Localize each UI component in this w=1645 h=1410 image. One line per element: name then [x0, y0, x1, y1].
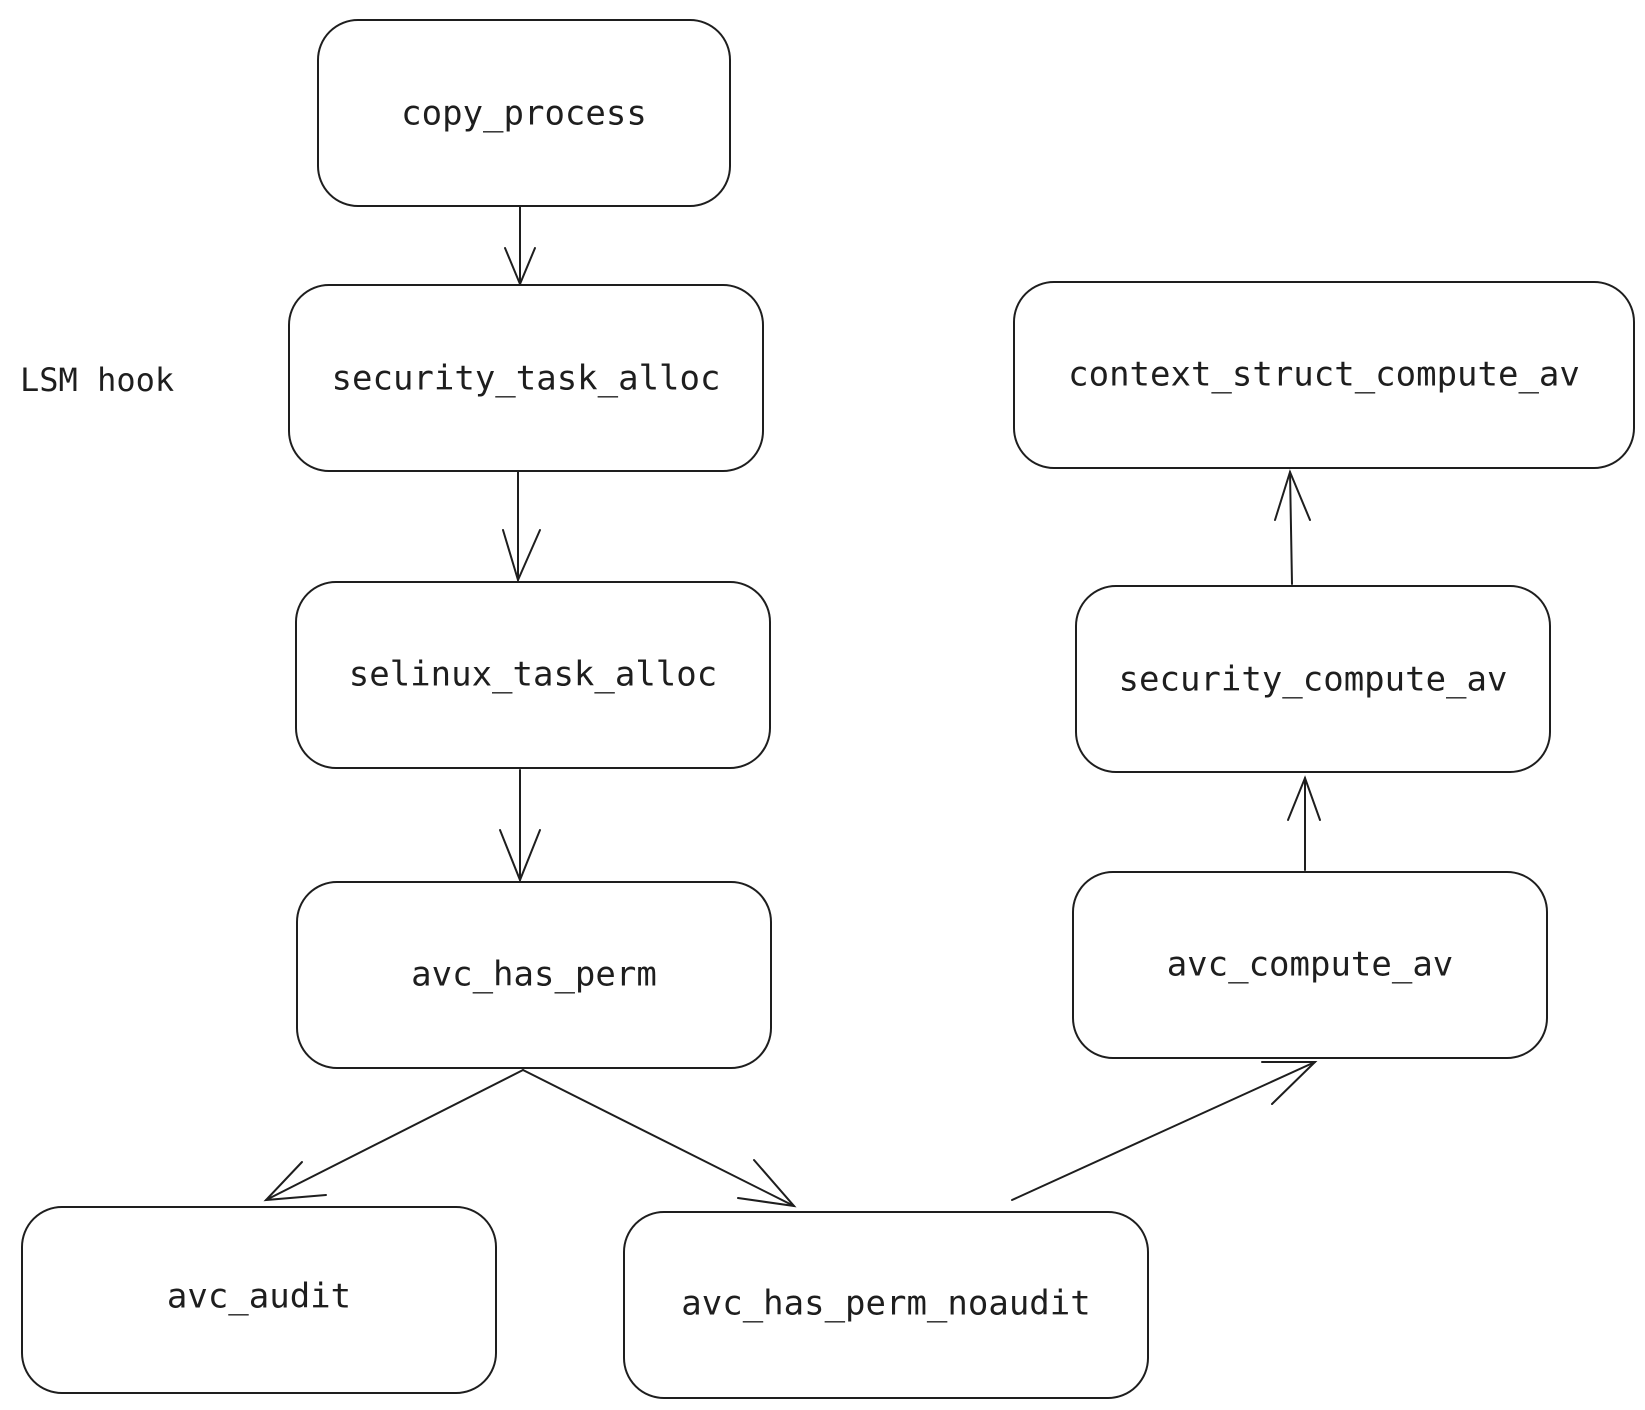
node-selinux-task-alloc: selinux_task_alloc [295, 581, 771, 769]
lsm-hook-label: LSM hook [20, 361, 174, 399]
node-label: security_task_alloc [332, 359, 721, 399]
node-label: avc_audit [167, 1277, 351, 1317]
edge-copy-process-to-security-task-alloc [504, 205, 536, 287]
node-copy-process: copy_process [317, 19, 731, 207]
node-context-struct-compute-av: context_struct_compute_av [1013, 281, 1635, 469]
edge-security-compute-av-to-context-struct-compute-av [1274, 469, 1311, 585]
node-label: context_struct_compute_av [1068, 355, 1580, 395]
node-label: copy_process [401, 94, 647, 134]
node-label: selinux_task_alloc [349, 655, 717, 695]
edge-avc-has-perm-to-avc-audit [263, 1069, 524, 1202]
node-security-compute-av: security_compute_av [1075, 585, 1551, 773]
edge-security-task-alloc-to-selinux-task-alloc [502, 471, 541, 583]
node-label: avc_has_perm [411, 955, 657, 995]
node-label: avc_has_perm_noaudit [681, 1284, 1090, 1324]
edge-selinux-task-alloc-to-avc-has-perm [499, 769, 541, 883]
node-avc-has-perm: avc_has_perm [296, 881, 772, 1069]
edge-avc-has-perm-noaudit-to-avc-compute-av [1011, 1061, 1318, 1201]
node-security-task-alloc: security_task_alloc [288, 284, 764, 472]
node-label: security_compute_av [1119, 660, 1508, 700]
edge-avc-compute-av-to-security-compute-av [1287, 775, 1321, 871]
node-avc-audit: avc_audit [21, 1206, 497, 1394]
node-avc-compute-av: avc_compute_av [1072, 871, 1548, 1059]
lsm-hook-annotation: LSM hook [20, 361, 174, 399]
node-avc-has-perm-noaudit: avc_has_perm_noaudit [623, 1211, 1149, 1399]
edge-avc-has-perm-to-avc-has-perm-noaudit [522, 1069, 797, 1208]
node-label: avc_compute_av [1167, 945, 1454, 985]
